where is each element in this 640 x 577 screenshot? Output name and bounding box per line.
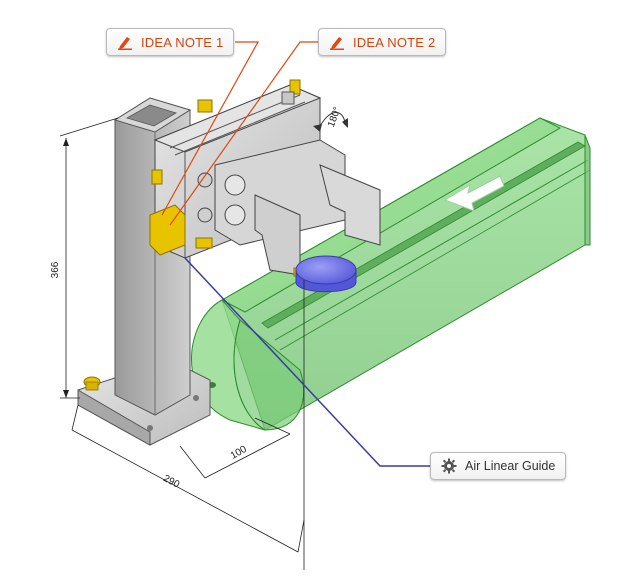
air-linear-guide-label: Air Linear Guide [465,459,556,473]
idea-note-2-button[interactable]: IDEA NOTE 2 [318,28,447,56]
workpiece-disc [295,255,357,293]
gear-icon [441,458,457,474]
idea-note-2-label: IDEA NOTE 2 [353,34,436,50]
idea-note-1-label: IDEA NOTE 1 [141,34,224,50]
rotation-label: 180° [326,106,343,129]
gripper-arm [214,112,381,277]
air-linear-guide[interactable] [191,117,591,431]
pencil-icon [330,37,344,50]
direction-arrow [443,175,505,212]
air-linear-guide-button[interactable]: Air Linear Guide [430,452,567,480]
idea-note-1-button[interactable]: IDEA NOTE 1 [106,28,235,56]
dimension-height-label: 366 [50,261,61,278]
callout-leaders [161,41,430,467]
dimension-width-label: 290 [161,473,181,491]
dimension-lines [59,117,305,570]
dimension-depth-label: 100 [229,444,249,462]
pencil-icon [118,37,132,50]
